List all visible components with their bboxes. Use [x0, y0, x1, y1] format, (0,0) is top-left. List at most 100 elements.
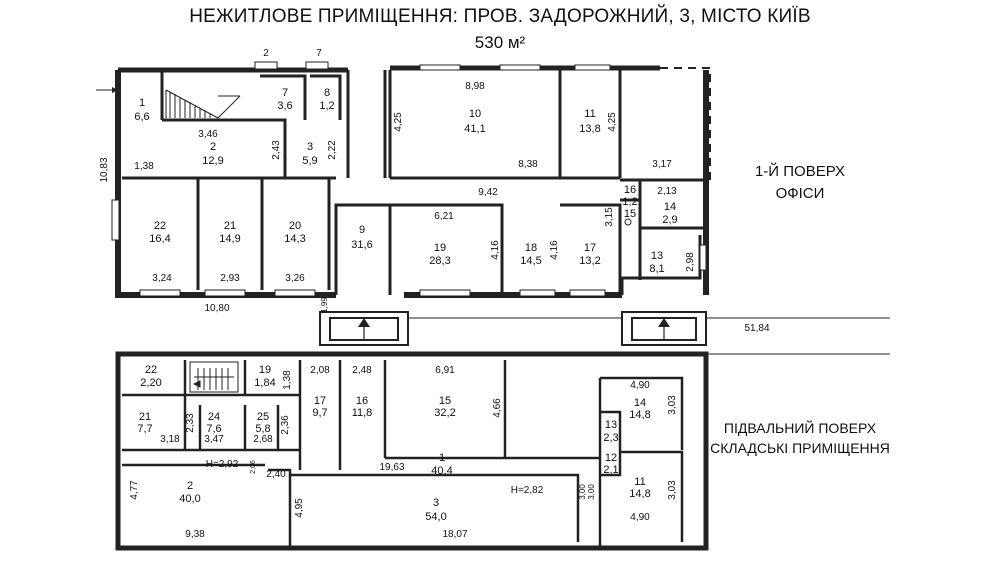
room-area: 2,20: [140, 377, 161, 389]
room-number: 19: [259, 364, 271, 376]
room-number: 17: [314, 395, 326, 407]
room-number: 2: [187, 480, 193, 492]
room-area: 3,6: [277, 100, 292, 112]
dimension-label: 3,26: [285, 273, 305, 284]
dimension-label: 6,21: [434, 211, 454, 222]
entrance-arrow-head: [112, 87, 118, 93]
dimension-label: 10,83: [99, 157, 110, 182]
room-area: 14,8: [629, 409, 650, 421]
room-area: 2,9: [662, 214, 677, 226]
total-area: 530 м²: [474, 33, 526, 52]
room-area: 28,3: [429, 255, 450, 267]
dimension-label: 2,36: [280, 415, 291, 435]
basement-room-labels: 22 2,20 19 1,84 17 9,7 16 11,8 15 32,2 1…: [137, 364, 650, 523]
room-area: 7,7: [137, 423, 152, 435]
dimension-label: 1,38: [134, 161, 154, 172]
room-area: 2,1: [603, 464, 618, 476]
room-area: 41,1: [464, 123, 485, 135]
dimension-label: 2,33: [185, 413, 196, 433]
room-area: 8,1: [649, 263, 664, 275]
room-area: 40,4: [431, 465, 452, 477]
room-area: 16,4: [149, 233, 170, 245]
basement-plan: 22 2,20 19 1,84 17 9,7 16 11,8 15 32,2 1…: [115, 351, 890, 551]
first-floor-label-line1: 1-Й ПОВЕРХ: [754, 163, 846, 180]
dimension-label: 4,95: [294, 498, 305, 518]
room-area: 1,84: [254, 377, 275, 389]
room-number: 11: [634, 476, 645, 488]
room-area: 32,2: [434, 407, 455, 419]
room-number: 15: [439, 395, 451, 407]
room-number: 21: [139, 411, 151, 423]
room-number: 13: [605, 419, 617, 431]
room-area: 14,5: [520, 255, 541, 267]
first-floor-dashed-wall: [660, 67, 711, 180]
stair-flight-first-floor: [165, 89, 241, 119]
room-area: 12,9: [202, 155, 223, 167]
dimension-label: 3,47: [204, 434, 224, 445]
room-number: 2: [210, 141, 216, 153]
dimension-label: 3,17: [652, 159, 672, 170]
dimension-label: 3,03: [667, 480, 678, 500]
room-number: 16: [356, 395, 368, 407]
room-number: 7: [282, 87, 288, 99]
dimension-label: 4,16: [490, 240, 501, 260]
room-area: 5,8: [255, 423, 270, 435]
dimension-label: 4,90: [630, 512, 650, 523]
dimension-label: 2,48: [352, 365, 372, 376]
room-number: 19: [434, 242, 446, 254]
dimension-label: H=2,92: [206, 459, 239, 470]
room-area: 1,2: [622, 196, 637, 208]
first-floor-entrance-left: [319, 311, 409, 346]
room-number: 12: [605, 452, 617, 464]
dimension-label: 3,15: [604, 207, 615, 227]
room-area: 5,9: [302, 155, 317, 167]
room-number: 8: [324, 87, 330, 99]
room-area: 31,6: [351, 239, 372, 251]
room-area: 13,8: [579, 123, 600, 135]
dimension-label: 2: [263, 48, 269, 59]
dimension-label: 2,40: [266, 469, 286, 480]
dimension-label: 4,90: [630, 380, 650, 391]
room-number: 3: [433, 497, 439, 509]
basement-dimensions: 1,38 2,08 2,48 6,91 4,66 4,90 3,03 2,33 …: [129, 365, 678, 540]
first-floor-entrance-right: [621, 311, 707, 346]
dimension-label: 3,00: [587, 484, 596, 500]
dimension-label: 4,16: [549, 240, 560, 260]
room-area: 40,0: [179, 493, 200, 505]
room-number: 20: [289, 220, 301, 232]
stair-flight-basement: [189, 361, 239, 393]
room-number: 22: [154, 220, 166, 232]
dimension-label: H=2,82: [511, 485, 544, 496]
first-floor-windows: [111, 61, 707, 297]
room-area: 14,3: [284, 233, 305, 245]
dimension-label: 3,18: [160, 434, 180, 445]
basement-label-line2: СКЛАДСЬКІ ПРИМІЩЕННЯ: [710, 440, 890, 456]
dimension-label: 1,99: [320, 297, 329, 313]
first-floor-dimensions: 2 7 8,98 4,25 4,25 3,46 1,38 2,43 2,22 8…: [99, 48, 770, 334]
dimension-label: 7: [316, 48, 322, 59]
dimension-label: 2,08: [310, 365, 330, 376]
first-floor-label-line2: ОФІСИ: [775, 185, 825, 202]
dimension-label: 2,68: [253, 434, 273, 445]
dimension-label: 3,03: [667, 395, 678, 415]
room-number: 17: [584, 242, 596, 254]
dimension-label: 4,66: [492, 398, 503, 418]
dimension-label: 8,38: [518, 159, 538, 170]
dimension-label: 1,38: [282, 370, 293, 390]
room-area: 13,2: [579, 255, 600, 267]
dimension-label: 2,06: [250, 460, 257, 474]
room-number: 21: [224, 220, 236, 232]
dimension-label: 3,00: [578, 484, 587, 500]
room-area: 7,6: [206, 423, 221, 435]
room-area: 1,2: [319, 100, 334, 112]
room-number: 25: [257, 411, 269, 423]
dimension-label: 8,98: [465, 81, 485, 92]
dimension-label: 4,25: [393, 112, 404, 132]
dimension-label: 18,07: [442, 529, 467, 540]
dimension-label: 9,42: [478, 187, 498, 198]
basement-label-line1: ПІДВАЛЬНИЙ ПОВЕРХ: [723, 420, 877, 436]
first-floor-interior-walls: [122, 70, 706, 295]
dimension-label: 2,22: [327, 140, 338, 160]
dimension-label: 2,93: [220, 273, 240, 284]
